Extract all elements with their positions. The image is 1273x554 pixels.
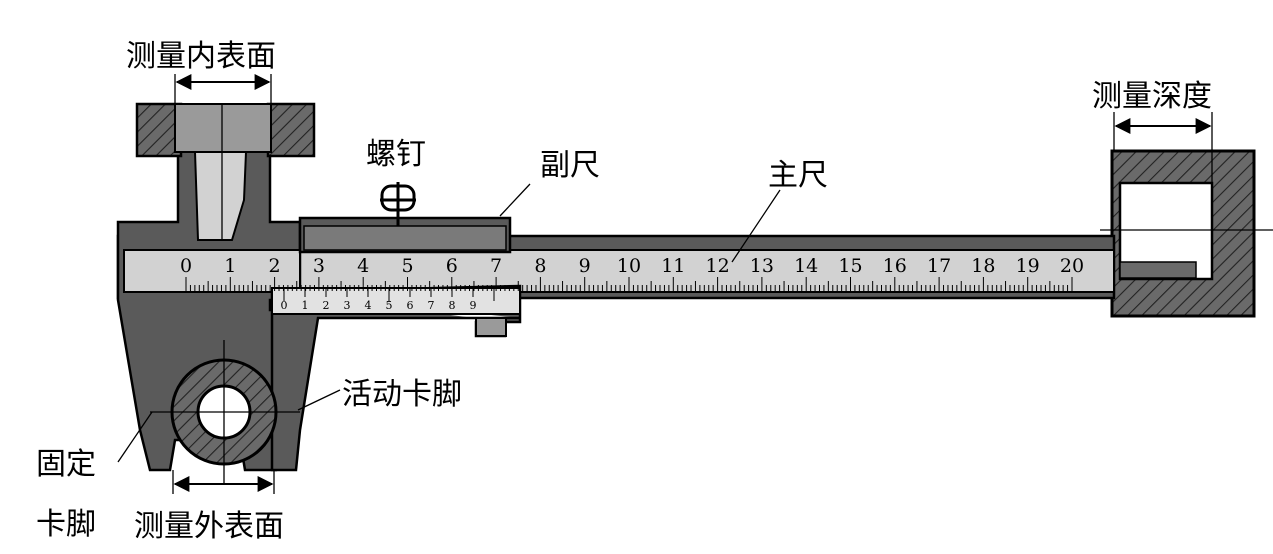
main-scale-number: 18 (971, 255, 995, 277)
main-scale-number: 1 (224, 255, 236, 277)
main-scale-number: 19 (1016, 255, 1040, 277)
main-scale-number: 4 (357, 255, 369, 277)
main-scale-number: 6 (446, 255, 458, 277)
dimension-arrows (172, 74, 1273, 494)
label-inner-surface: 测量内表面 (126, 39, 276, 74)
label-main-scale: 主尺 (768, 158, 828, 193)
label-fixed-jaw-2: 卡脚 (36, 507, 96, 542)
depth-block (1110, 149, 1256, 318)
vernier-scale-number: 8 (449, 299, 456, 312)
vernier-scale-number: 5 (386, 299, 393, 312)
main-scale-number: 3 (313, 255, 325, 277)
vernier-scale-number: 2 (323, 299, 330, 312)
main-scale-number: 7 (490, 255, 502, 277)
main-scale-number: 9 (579, 255, 591, 277)
label-depth: 测量深度 (1092, 79, 1212, 114)
vernier-scale-number: 6 (407, 299, 414, 312)
vernier-slider (270, 216, 522, 472)
main-scale-number: 2 (269, 255, 281, 277)
screw-icon (380, 182, 416, 226)
workpiece-ring (150, 340, 300, 484)
main-scale-number: 12 (706, 255, 730, 277)
label-vernier: 副尺 (540, 148, 600, 183)
main-scale-number: 10 (617, 255, 641, 277)
label-screw: 螺钉 (366, 137, 426, 172)
vernier-scale-number: 3 (344, 299, 351, 312)
leader-lines (117, 183, 781, 463)
main-scale-number: 16 (883, 255, 907, 277)
label-outer-surface: 测量外表面 (134, 509, 284, 544)
vernier-scale-numbers: 0 1 2 3 4 5 6 7 8 9 (281, 299, 477, 312)
main-scale-number: 5 (401, 255, 413, 277)
vernier-scale-number: 4 (365, 299, 372, 312)
vernier-scale-number: 9 (470, 299, 477, 312)
label-fixed-jaw-1: 固定 (36, 447, 96, 482)
main-scale-number: 8 (534, 255, 546, 277)
label-movable-jaw: 活动卡脚 (342, 377, 462, 412)
main-scale-number: 20 (1060, 255, 1084, 277)
main-scale-number: 11 (661, 255, 685, 277)
vernier-scale-number: 0 (281, 299, 288, 312)
vernier-scale-number: 7 (428, 299, 435, 312)
main-scale-number: 0 (180, 255, 192, 277)
vernier-scale-ticks (283, 289, 495, 301)
main-scale-number: 14 (794, 255, 818, 277)
main-scale-number: 13 (750, 255, 774, 277)
main-scale-ticks (185, 277, 1073, 291)
main-scale-number: 17 (927, 255, 951, 277)
main-scale-number: 15 (838, 255, 862, 277)
vernier-scale-number: 1 (302, 299, 309, 312)
inner-jaws (135, 102, 316, 241)
